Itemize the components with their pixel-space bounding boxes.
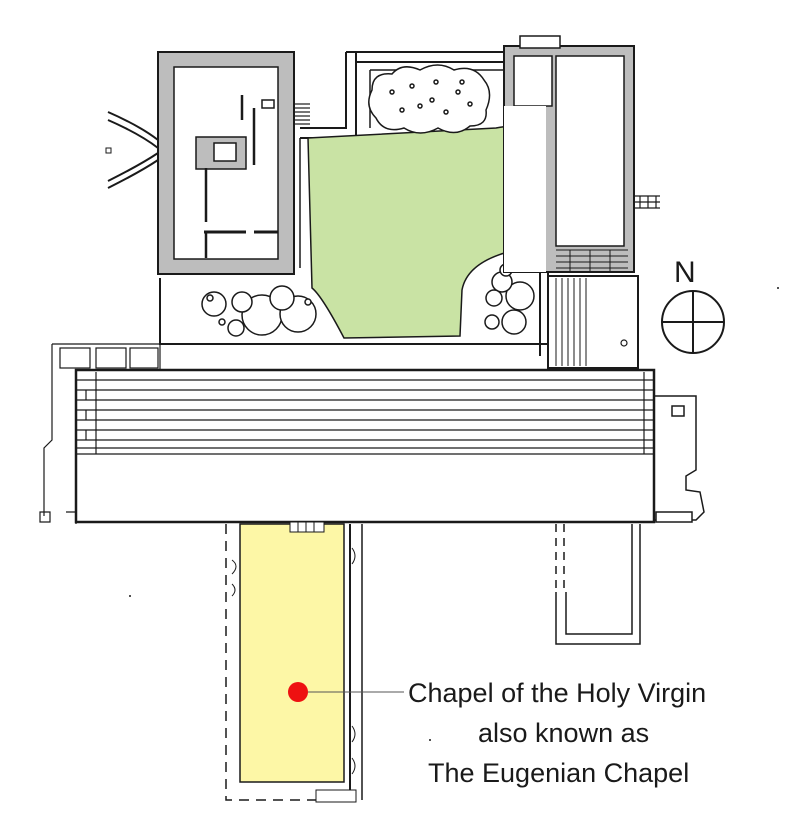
marker-label-line-1: Chapel of the Holy Virgin xyxy=(408,678,706,708)
marker-dot xyxy=(288,682,308,702)
compass-north-label: N xyxy=(674,256,696,289)
compass-icon: N xyxy=(661,256,725,354)
northwest-building xyxy=(105,51,310,275)
northeast-building xyxy=(503,35,660,369)
west-ruins xyxy=(39,343,161,524)
southeast-annex xyxy=(555,524,641,645)
marker-label-line-2: also known as xyxy=(478,718,649,748)
chapel-marker: Chapel of the Holy Virgin also known as … xyxy=(288,678,706,788)
trees xyxy=(201,64,535,337)
specks xyxy=(129,287,779,741)
east-annex xyxy=(654,395,705,523)
main-nave xyxy=(74,368,656,524)
chapel-holy-virgin xyxy=(225,521,363,803)
marker-label-line-3: The Eugenian Chapel xyxy=(428,758,689,788)
